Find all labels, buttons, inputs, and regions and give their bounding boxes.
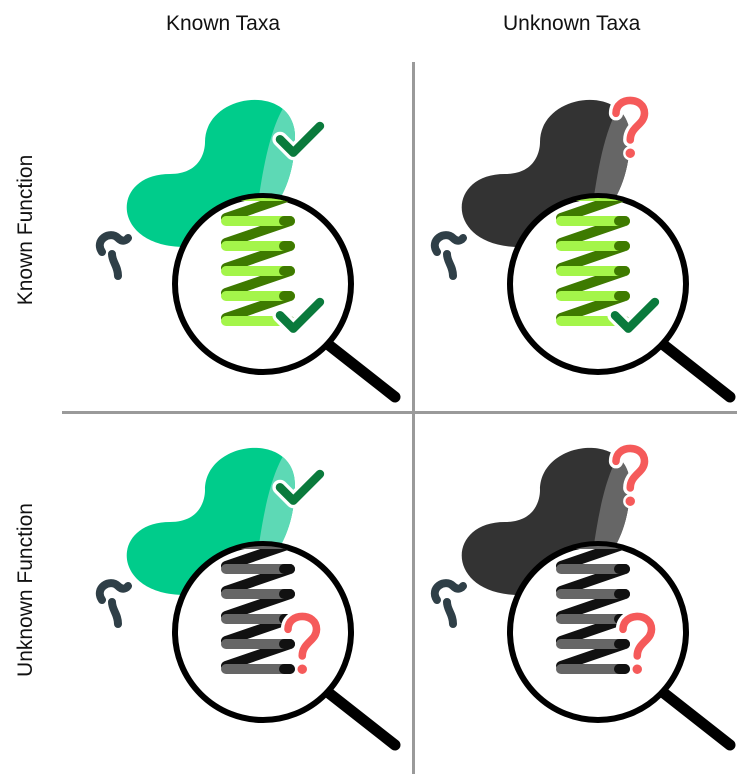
column-label-unknown-taxa: Unknown Taxa <box>503 12 640 36</box>
row-label-known-function: Known Function <box>14 155 38 306</box>
flagellum <box>100 583 128 624</box>
magnifier-handle <box>660 342 730 397</box>
magnifier-icon <box>175 196 395 397</box>
magnifier-handle <box>325 342 395 397</box>
quadrant-unknown-taxa-known-function <box>425 62 737 412</box>
quadrant-known-taxa-known-function <box>90 62 410 412</box>
flagellum <box>435 235 463 276</box>
quadrant-known-taxa-unknown-function <box>90 410 410 760</box>
magnifier-handle <box>660 690 730 745</box>
flagellum <box>100 235 128 276</box>
row-label-unknown-function: Unknown Function <box>14 503 38 677</box>
magnifier-icon <box>510 196 730 397</box>
vertical-divider <box>412 62 415 774</box>
magnifier-icon <box>510 544 730 745</box>
column-label-known-taxa: Known Taxa <box>166 12 280 36</box>
flagellum <box>435 583 463 624</box>
quadrant-unknown-taxa-unknown-function <box>425 410 737 760</box>
magnifier-icon <box>175 544 395 745</box>
magnifier-handle <box>325 690 395 745</box>
